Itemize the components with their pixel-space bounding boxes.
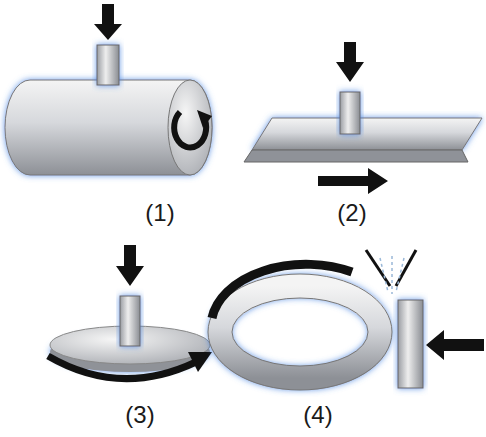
plate-top	[252, 118, 482, 150]
punch	[97, 45, 119, 85]
punch	[120, 296, 140, 346]
rotation-arrowhead	[197, 110, 212, 128]
figure-label: (1)	[145, 199, 174, 227]
figure-label: (3)	[125, 401, 154, 429]
force-arrow	[116, 245, 144, 286]
ring-outer-edge	[208, 274, 392, 390]
rotation-arrow	[48, 356, 196, 379]
plate-edge	[244, 150, 468, 162]
plate-figure	[244, 42, 482, 194]
feed-arrow	[318, 168, 388, 194]
force-arrow	[336, 42, 364, 82]
disc-figure	[48, 245, 212, 379]
cylinder-end	[168, 80, 212, 175]
force-arrow	[94, 4, 122, 40]
coolant-spray	[380, 256, 404, 294]
ring-inner-edge	[232, 298, 368, 366]
roller-tool	[398, 300, 423, 388]
ring-figure	[208, 250, 484, 390]
roll-figure	[5, 4, 212, 175]
figure-label: (4)	[303, 401, 332, 429]
force-arrow	[426, 330, 484, 360]
punch	[340, 92, 360, 134]
nozzle-line	[366, 250, 390, 286]
nozzle-line	[396, 250, 416, 286]
ring	[220, 286, 380, 378]
rotation-arrowhead	[188, 352, 212, 372]
figure-label: (2)	[337, 199, 366, 227]
cylinder	[5, 80, 212, 175]
rotation-arrow	[212, 264, 352, 318]
